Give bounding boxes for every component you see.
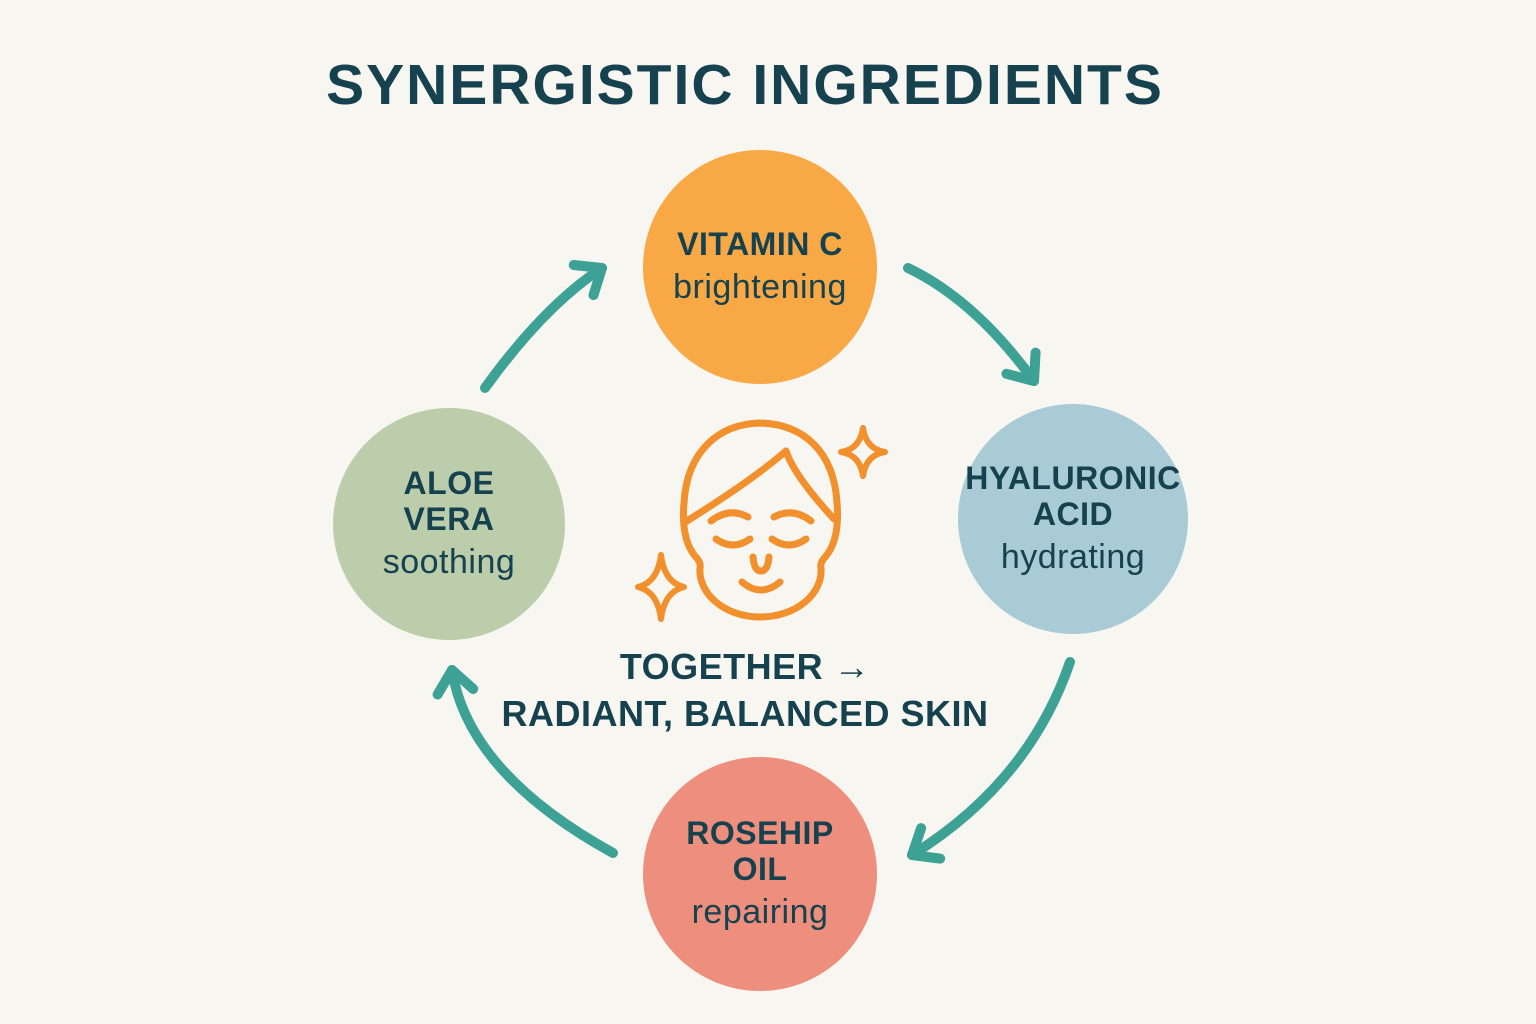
page-title: SYNERGISTIC INGREDIENTS — [326, 53, 1164, 117]
ingredient-circle-vitamin-c: VITAMIN C brightening — [643, 150, 877, 384]
ingredient-circle-hyaluronic-acid: HYALURONIC ACID hydrating — [958, 404, 1188, 634]
nose — [749, 553, 773, 575]
ingredient-benefit: soothing — [382, 542, 516, 581]
ingredient-name: HYALURONIC ACID — [965, 460, 1181, 532]
right-eyebrow — [770, 509, 815, 525]
ingredient-circle-rosehip-oil: ROSEHIP OIL repairing — [643, 757, 877, 991]
ingredient-name: ROSEHIP OIL — [686, 815, 834, 887]
ingredient-name: VITAMIN C — [677, 226, 843, 263]
arrow-right-to-bottom-icon — [906, 657, 1075, 864]
synergy-result-text: TOGETHER → RADIANT, BALANCED SKIN — [0, 644, 1490, 738]
smile — [738, 578, 784, 594]
ingredient-benefit: brightening — [673, 267, 847, 306]
sparkle-top-right-icon — [838, 425, 888, 479]
ingredient-benefit: hydrating — [1000, 537, 1146, 576]
result-line1: TOGETHER → — [619, 646, 871, 687]
left-eyebrow — [707, 509, 752, 525]
sparkle-bottom-left-icon — [635, 552, 687, 622]
arrow-bottom-to-left-icon — [432, 664, 618, 858]
glowing-face-icon — [635, 419, 888, 622]
right-closed-eye — [768, 535, 810, 549]
ingredient-name: ALOE VERA — [403, 465, 495, 537]
face-outline — [680, 419, 841, 621]
arrow-top-to-right-icon — [903, 263, 1041, 387]
hairline — [683, 447, 790, 525]
ingredient-circle-aloe-vera: ALOE VERA soothing — [333, 408, 565, 640]
result-line2: RADIANT, BALANCED SKIN — [501, 692, 989, 734]
left-closed-eye — [712, 535, 754, 549]
arrow-left-to-top-icon — [480, 260, 608, 393]
hairline-right — [782, 447, 838, 523]
ingredient-benefit: repairing — [691, 892, 829, 931]
